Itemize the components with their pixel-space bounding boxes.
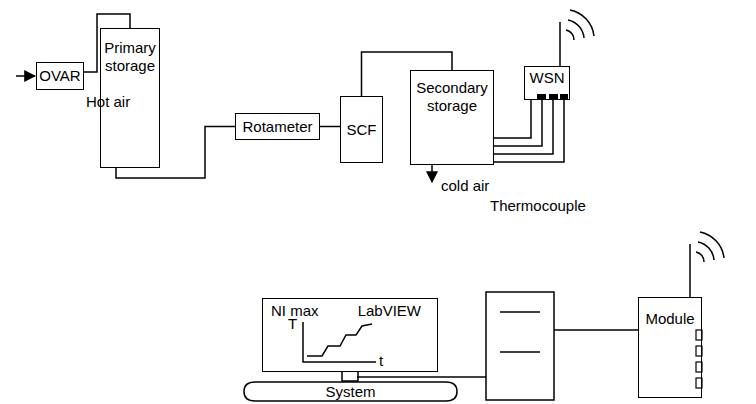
flow-line: [494, 100, 531, 138]
node-text: Primary storage: [104, 39, 156, 75]
cable: [357, 376, 486, 378]
node-text: WSN: [530, 69, 565, 87]
antenna: [559, 22, 561, 66]
base-outline: [244, 382, 457, 401]
antenna: [689, 244, 691, 297]
monitor-screen: NI maxLabVIEW: [262, 298, 438, 372]
process-box: SCF: [340, 96, 383, 163]
sensor-node: WSN: [524, 66, 570, 100]
flow-label: Hot air: [86, 93, 130, 111]
inlet-arrow: [16, 75, 35, 77]
node-text: System: [325, 383, 375, 401]
node-text: SCF: [347, 121, 377, 139]
graph-axes: [303, 322, 376, 362]
outlet-arrow: [431, 165, 433, 182]
node-text: Rotameter: [242, 118, 312, 136]
drive-bay: [500, 311, 540, 313]
edge-label: Thermocouple: [490, 197, 586, 215]
cable: [554, 329, 638, 331]
computer-tower: [486, 292, 554, 400]
graph-curve: [307, 324, 372, 356]
radio-waves: [566, 10, 594, 40]
radio-waves: [696, 232, 724, 262]
flow-line: [116, 127, 235, 179]
storage-tank: Secondary storage: [410, 70, 494, 165]
node-text: Secondary storage: [415, 79, 489, 115]
drive-bay: [500, 351, 540, 353]
thermocouple-wire: [494, 100, 542, 146]
node-text: LabVIEW: [358, 302, 421, 320]
node-text: OVAR: [39, 67, 80, 85]
flow-line: [320, 126, 340, 128]
thermocouple-wire: [494, 100, 564, 162]
flow-line: [342, 372, 358, 381]
system-base: System: [243, 381, 458, 402]
flow-label: cold air: [441, 177, 489, 195]
axis-label: t: [379, 352, 383, 370]
process-box: OVAR: [36, 62, 84, 90]
thermocouple-wire: [494, 100, 553, 154]
node-text: Module: [645, 310, 694, 328]
axis-label: T: [288, 315, 297, 333]
process-box: Rotameter: [235, 113, 320, 140]
receiver-module: Module: [638, 297, 702, 398]
